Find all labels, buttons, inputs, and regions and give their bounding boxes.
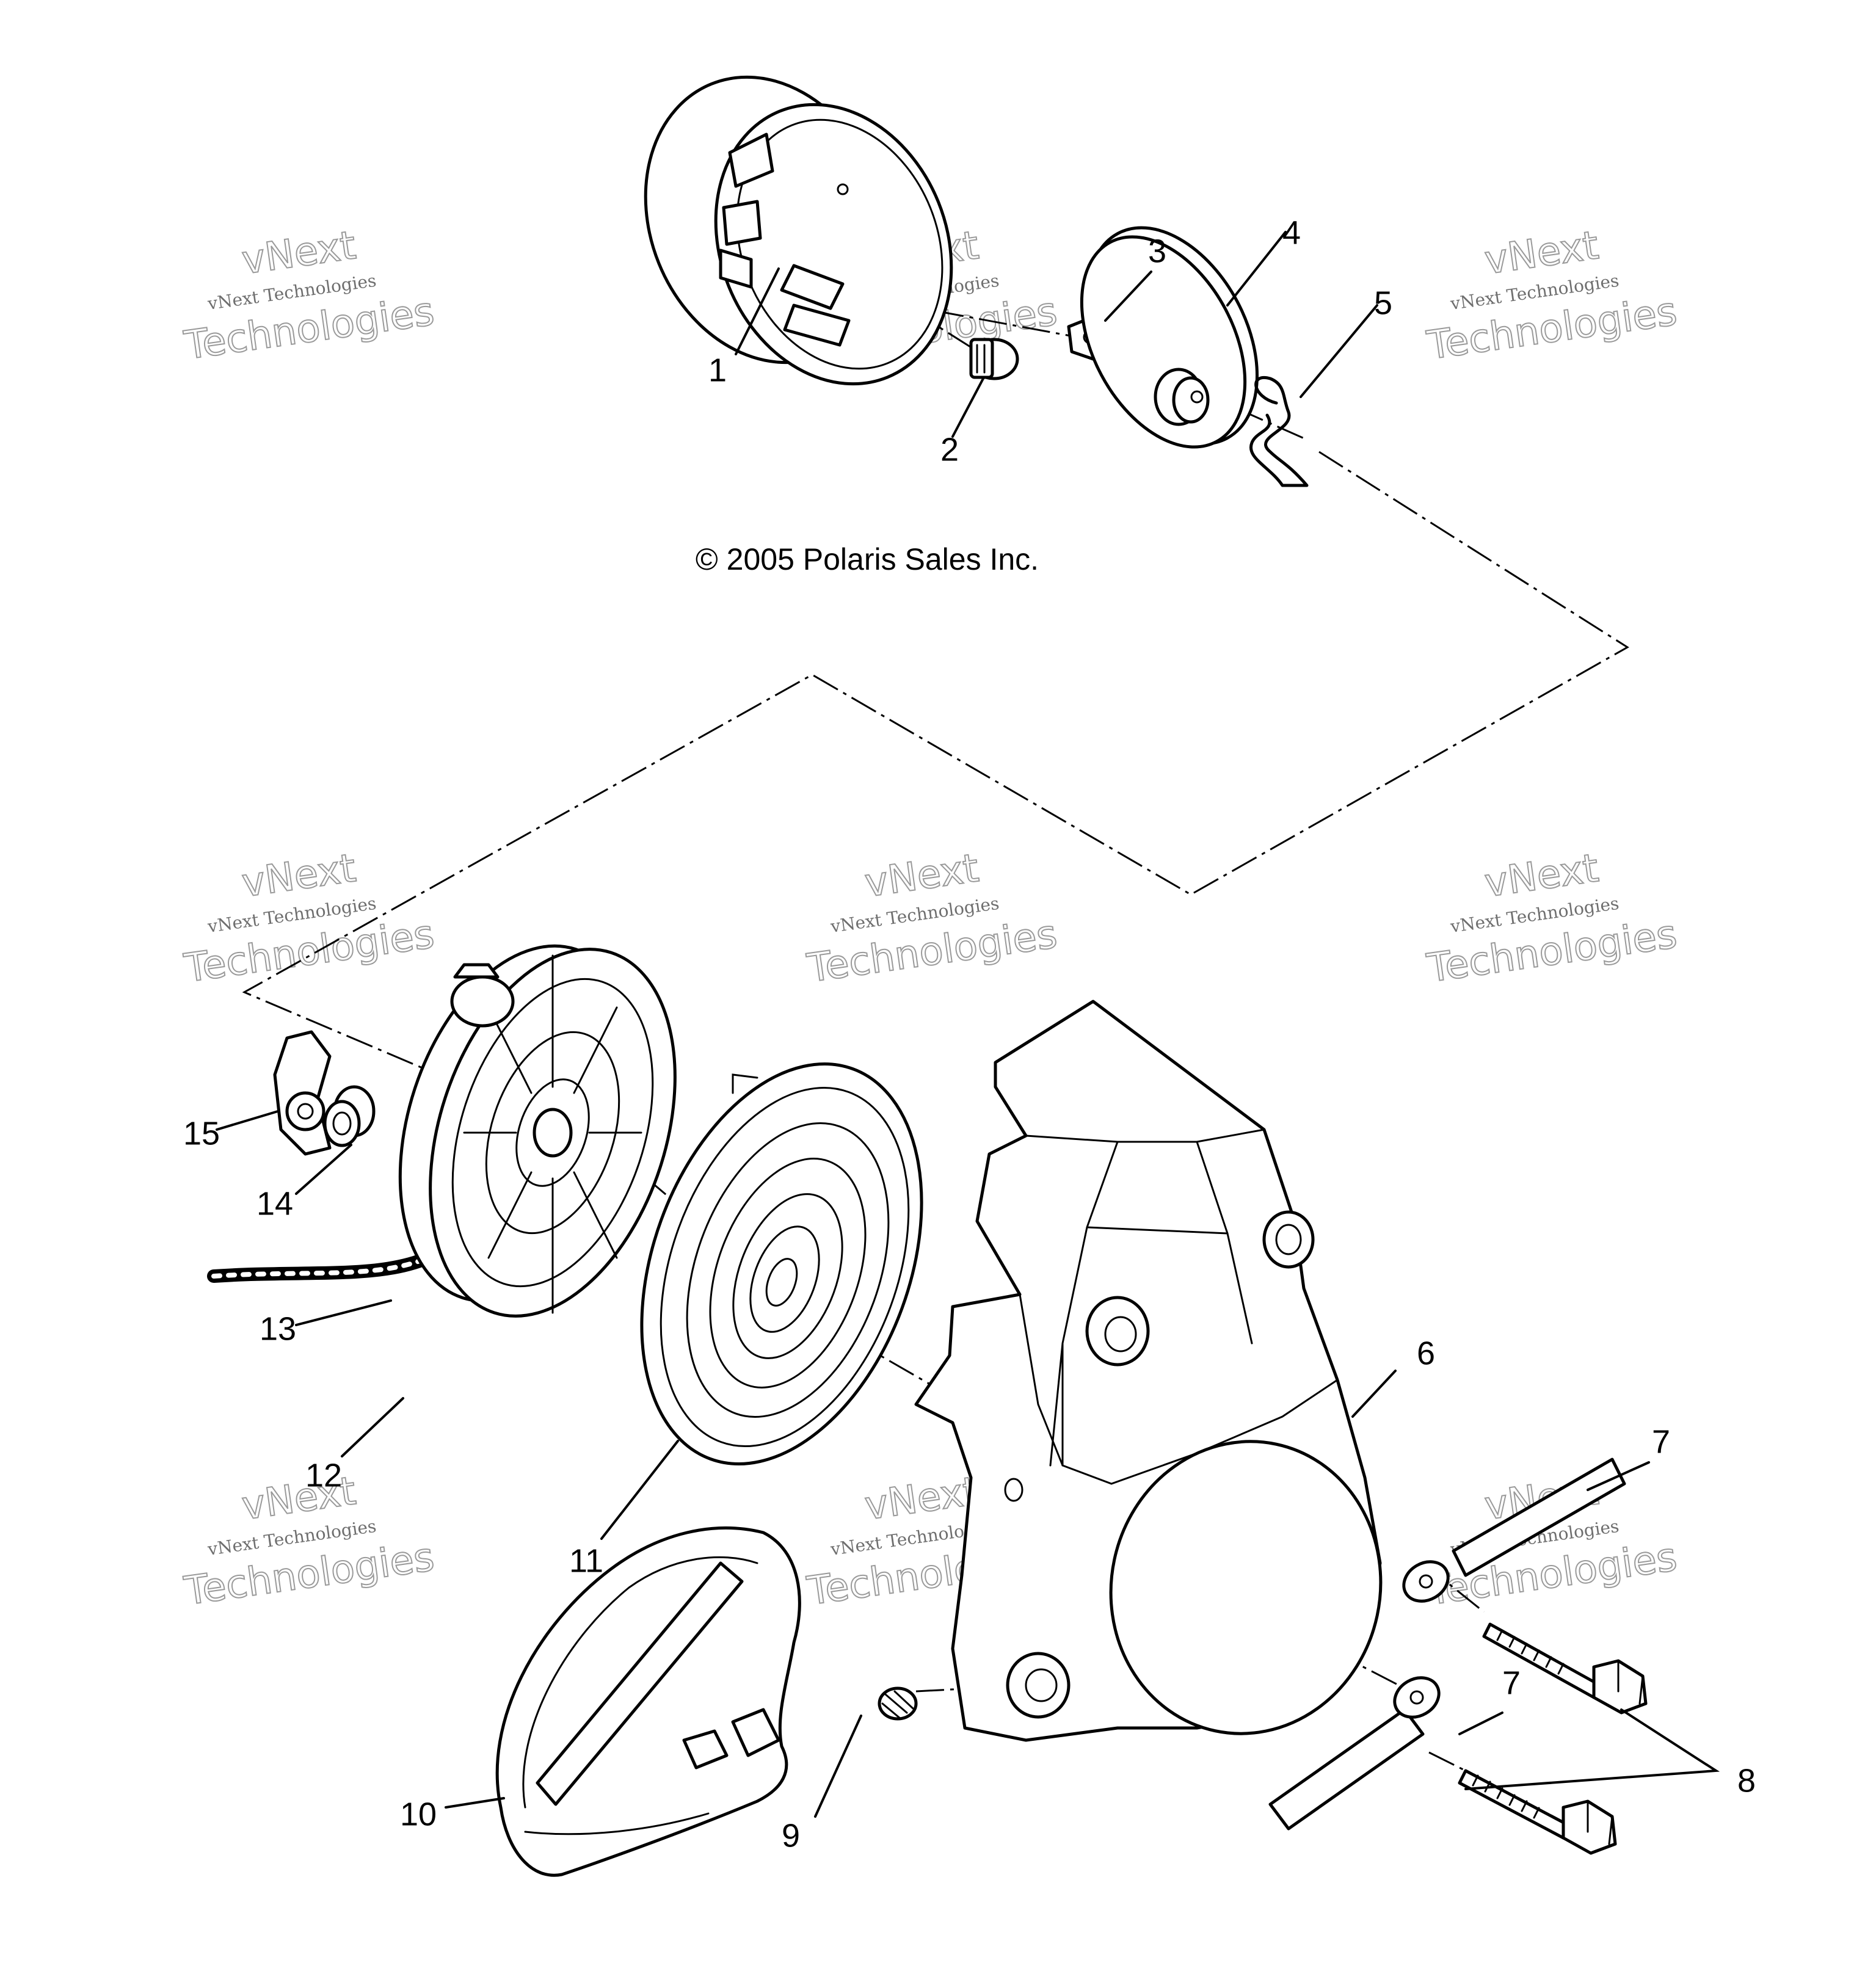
cup-window-5 — [719, 249, 753, 289]
washer-pin-upper-icon — [1402, 1457, 1626, 1603]
pawl-icon — [273, 1030, 332, 1156]
starter-cup-icon — [644, 75, 953, 386]
cup-window-3 — [780, 264, 845, 310]
spring-clip-icon — [1249, 376, 1309, 487]
housing-boss-top-right — [1262, 1210, 1315, 1269]
recoil-housing-icon — [914, 1000, 1383, 1742]
watermark-mid-center: vNext vNext Technologies Technologies — [804, 845, 1060, 992]
watermark-low-left: vNext vNext Technologies Technologies — [181, 1468, 437, 1615]
callout-10: 10 — [400, 1796, 437, 1832]
cup-window-2 — [722, 200, 762, 246]
callout-11: 11 — [569, 1542, 603, 1579]
callout-7-upper: 7 — [1652, 1423, 1670, 1460]
housing-boss-mid — [1085, 1296, 1150, 1367]
pulley-icon — [398, 944, 677, 1318]
callout-9: 9 — [782, 1817, 800, 1854]
cup-window-1 — [728, 132, 774, 188]
watermark-low-right: vNext vNext Technologies Technologies — [1423, 1468, 1680, 1615]
leader-lines — [216, 231, 1720, 1818]
callout-12: 12 — [305, 1457, 342, 1494]
spring-pin-icon — [878, 1686, 918, 1721]
bushing-icon — [323, 1085, 376, 1147]
callout-15: 15 — [183, 1115, 220, 1152]
long-bolt-upper-icon — [1482, 1622, 1648, 1715]
watermark-top-left: vNext vNext Technologies Technologies — [181, 222, 437, 369]
callout-6: 6 — [1417, 1335, 1435, 1371]
callout-1: 1 — [708, 352, 727, 388]
cup-window-4 — [783, 303, 851, 347]
watermark-mid-right: vNext vNext Technologies Technologies — [1423, 845, 1680, 992]
watermark-brand: vNext — [1482, 223, 1601, 283]
callout-3: 3 — [1148, 233, 1166, 269]
callout-7-lower: 7 — [1502, 1664, 1521, 1701]
handle-icon — [495, 1526, 801, 1877]
watermark-brand: vNext — [1482, 846, 1601, 906]
friction-plate-icon — [1080, 226, 1259, 449]
watermark-brand: vNext — [239, 846, 358, 906]
spring-coil-icon — [640, 1062, 923, 1465]
pulley-hub — [450, 975, 515, 1028]
housing-front-face — [1109, 1440, 1383, 1735]
callout-8: 8 — [1737, 1762, 1756, 1799]
callout-2: 2 — [940, 431, 959, 468]
callout-4: 4 — [1282, 214, 1301, 251]
housing-boss-bottom — [1006, 1652, 1071, 1719]
watermark-mid-left: vNext vNext Technologies Technologies — [181, 845, 437, 992]
watermark-top-right: vNext vNext Technologies Technologies — [1423, 222, 1680, 369]
watermark-brand: vNext — [862, 1468, 981, 1529]
callouts: 1 2 3 4 5 6 7 7 8 9 10 11 12 13 14 15 — [183, 214, 1756, 1854]
callout-14: 14 — [256, 1185, 293, 1222]
callout-13: 13 — [260, 1310, 296, 1347]
bolt-icon — [969, 338, 1019, 380]
watermark-brand: vNext — [239, 223, 358, 283]
callout-5: 5 — [1374, 285, 1392, 321]
axis-bolt-lower — [1428, 1751, 1466, 1772]
washer-pin-lower-icon — [1268, 1676, 1441, 1831]
watermark-brand: vNext — [862, 846, 981, 906]
copyright-text: © 2005 Polaris Sales Inc. — [696, 542, 1039, 576]
